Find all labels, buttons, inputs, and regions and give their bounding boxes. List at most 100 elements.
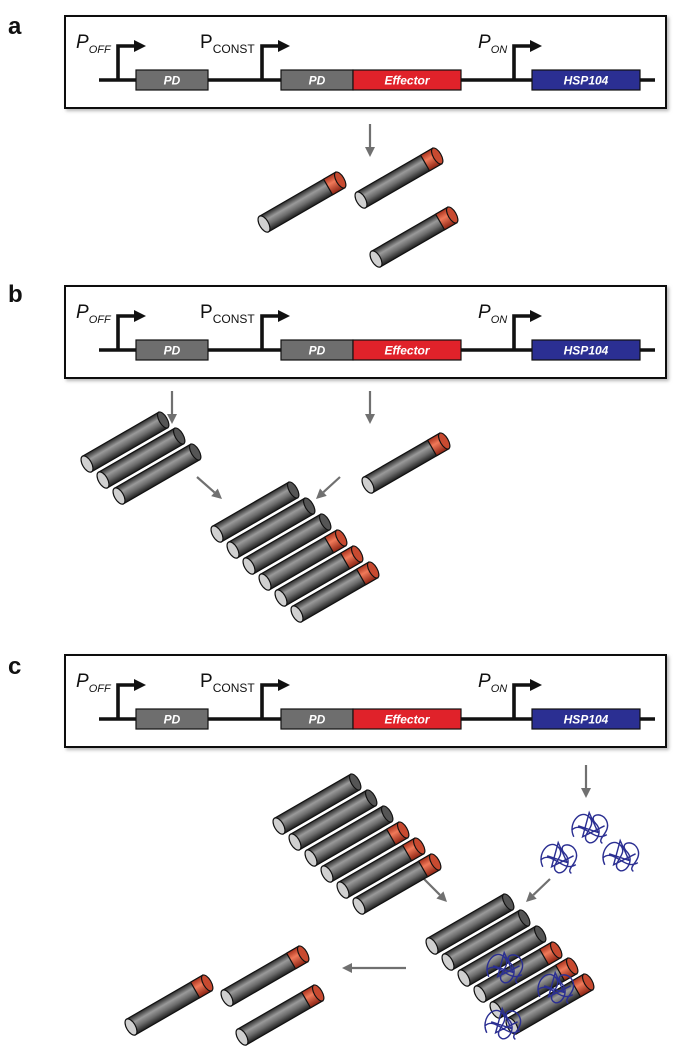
fibril-rod-with-effector <box>235 984 325 1046</box>
hsp104-protein <box>484 1006 522 1040</box>
hsp104-protein <box>537 970 575 1004</box>
gene-label-pd-2: PD <box>309 344 326 358</box>
arrow-head <box>211 488 222 499</box>
flow-arrow <box>365 124 375 157</box>
protein-chain <box>486 950 524 984</box>
promoter-arrow-const <box>260 314 280 350</box>
rod-far-end <box>172 427 186 445</box>
effector-cap-end <box>311 984 325 1002</box>
gene-label-hsp104: HSP104 <box>564 713 609 727</box>
promoter-arrow-on <box>512 683 532 719</box>
fibril-rod <box>288 789 378 851</box>
promoter-label-off: POFF <box>76 671 112 695</box>
rod-far-end <box>364 789 378 807</box>
rod-far-end <box>533 925 547 943</box>
rod-far-end <box>302 497 316 515</box>
rod-far-end <box>156 411 170 429</box>
rod-far-end <box>517 909 531 927</box>
gene-pd-1 <box>135 708 209 730</box>
arrow-head <box>581 788 591 798</box>
rod-near-end <box>235 1028 249 1046</box>
promoter-label-on: PON <box>478 32 507 56</box>
promoter-arrow-off <box>116 683 136 719</box>
rod-near-end <box>96 471 110 489</box>
rod-near-end <box>274 589 288 607</box>
flow-arrow <box>581 765 591 798</box>
fibril-rod <box>304 805 394 867</box>
rod-near-end <box>457 969 471 987</box>
rod-near-end <box>80 455 94 473</box>
rod-far-end <box>318 513 332 531</box>
flow-arrow <box>196 476 222 499</box>
gene-effector <box>352 708 462 730</box>
fibril-rod-with-effector <box>369 206 459 268</box>
rod-near-end <box>272 817 286 835</box>
fibril-rod-with-effector <box>473 941 563 1003</box>
gene-label-hsp104: HSP104 <box>564 344 609 358</box>
rod-near-end <box>320 865 334 883</box>
arrow-shaft <box>322 476 341 494</box>
protein-chain <box>537 970 575 1004</box>
effector-cap-end <box>412 837 426 855</box>
arrow-head <box>526 891 537 902</box>
gene-label-effector: Effector <box>384 344 430 358</box>
fibril-rod <box>425 893 515 955</box>
promoter-label-const: PCONST <box>200 32 255 56</box>
gene-label-hsp104: HSP104 <box>564 74 609 88</box>
fibril-rod <box>96 427 186 489</box>
rod-near-end <box>336 881 350 899</box>
fibril-rod-with-effector <box>274 545 364 607</box>
effector-cap-end <box>565 957 579 975</box>
gene-label-effector: Effector <box>384 713 430 727</box>
fibril-rod-with-effector <box>352 853 442 915</box>
flow-arrow <box>526 878 551 902</box>
rod-near-end <box>124 1018 138 1036</box>
hsp104-protein <box>602 838 640 872</box>
rod-near-end <box>441 953 455 971</box>
effector-cap-end <box>350 545 364 563</box>
promoter-arrowhead <box>530 40 542 52</box>
fibril-rod <box>441 909 531 971</box>
promoter-label-const: PCONST <box>200 302 255 326</box>
rod-near-end <box>112 487 126 505</box>
flow-arrow <box>316 476 341 499</box>
promoter-arrow-off <box>116 314 136 350</box>
fibril-rod-with-effector <box>354 147 444 209</box>
promoter-arrowhead <box>530 310 542 322</box>
rod-near-end <box>425 937 439 955</box>
rod-near-end <box>288 833 302 851</box>
fibril-rod <box>242 513 332 575</box>
gene-hsp104 <box>531 708 641 730</box>
rod-near-end <box>258 573 272 591</box>
promoter-arrowhead <box>134 679 146 691</box>
hsp104-protein <box>571 810 609 844</box>
fibril-rod-with-effector <box>336 837 426 899</box>
arrow-head <box>365 147 375 157</box>
rod-far-end <box>380 805 394 823</box>
hsp104-proteins <box>484 810 640 1040</box>
effector-cap-end <box>296 945 310 963</box>
effector-cap-end <box>549 941 563 959</box>
promoter-arrowhead <box>278 679 290 691</box>
rod-near-end <box>361 476 375 494</box>
fibril-rod <box>226 497 316 559</box>
flow-arrow <box>342 963 406 973</box>
arrow-shaft <box>532 878 551 896</box>
fibril-rod <box>112 443 202 505</box>
construct-box-c: PD PD Effector HSP104 POFF PCONST PON <box>64 654 667 748</box>
protein-chain <box>484 1006 522 1040</box>
promoter-arrow-const <box>260 683 280 719</box>
fibril-rod-with-effector <box>320 821 410 883</box>
fibril-rod-with-effector <box>505 973 595 1035</box>
fibril-rod <box>272 773 362 835</box>
rod-far-end <box>188 443 202 461</box>
rod-near-end <box>304 849 318 867</box>
rod-far-end <box>286 481 300 499</box>
gene-label-pd-1: PD <box>164 74 181 88</box>
effector-cap-end <box>333 171 347 189</box>
gene-hsp104 <box>531 69 641 91</box>
panel-label-a: a <box>8 13 22 40</box>
arrow-head <box>167 414 177 424</box>
construct-frame <box>64 654 667 748</box>
arrow-head <box>316 488 327 499</box>
